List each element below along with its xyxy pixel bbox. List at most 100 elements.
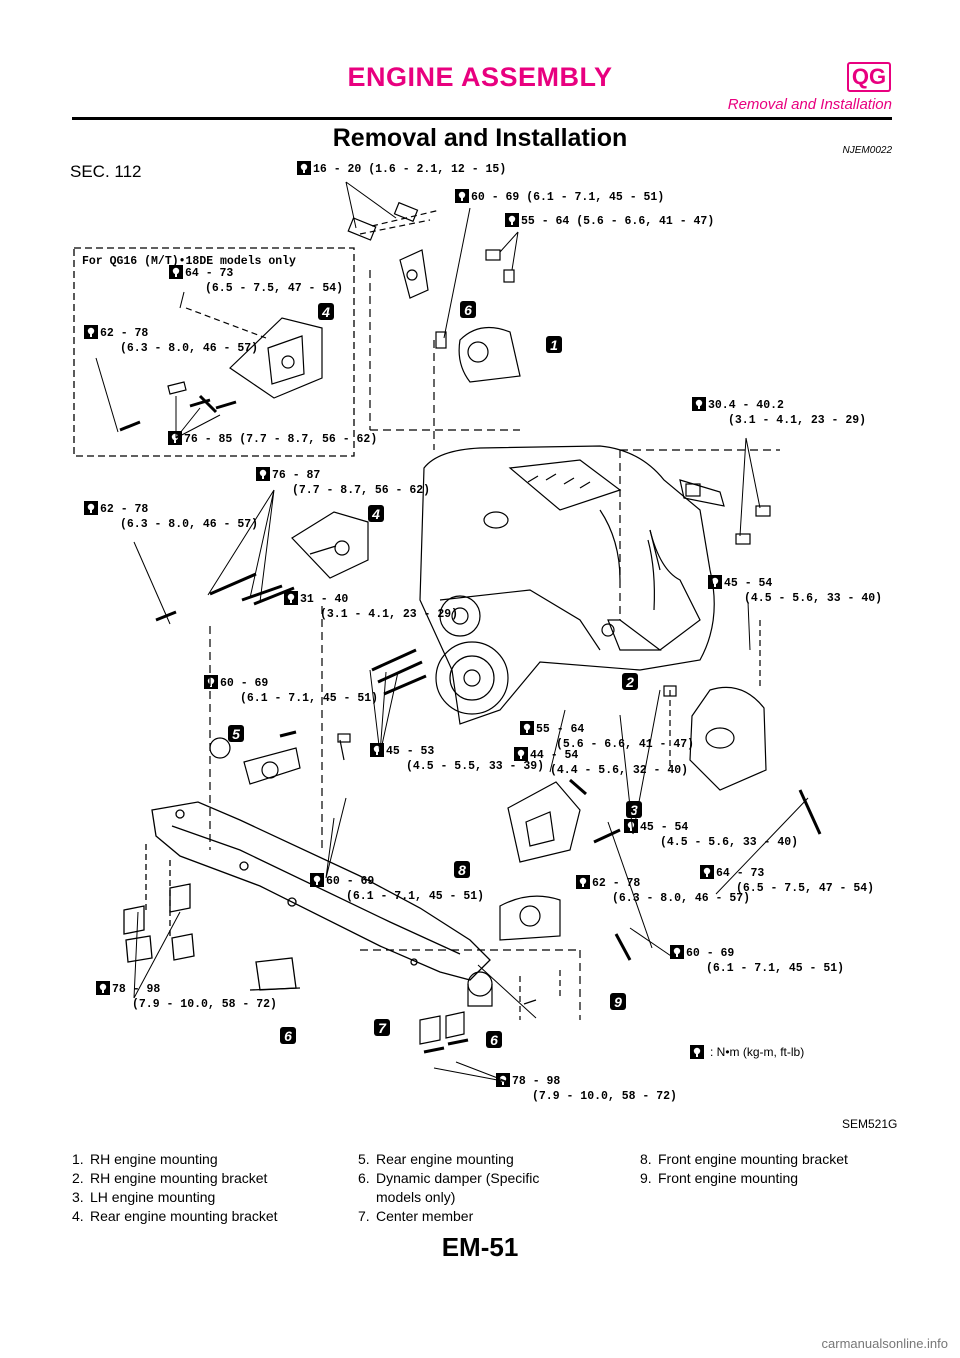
torque-spec-label: 60 - 69 [326, 875, 374, 888]
torque-spec-label: (4.5 - 5.5, 33 - 39) [406, 760, 544, 773]
part-callout-4: 4 [368, 505, 384, 522]
legend-item: 2.RH engine mounting bracket [72, 1170, 268, 1186]
sec-label: SEC. 112 [70, 162, 142, 181]
torque-wrench-icon [708, 575, 722, 589]
torque-wrench-icon [505, 213, 519, 227]
torque-spec-label: (5.6 - 6.6, 41 - 47) [556, 738, 694, 751]
torque-spec-label: (6.3 - 8.0, 46 - 57) [120, 518, 258, 531]
center-member [123, 801, 491, 991]
part-callout-6: 6 [460, 301, 476, 318]
torque-spec-label: 60 - 69 [220, 677, 268, 690]
part-callout-3: 3 [626, 801, 642, 818]
part-callout-8: 8 [454, 861, 470, 878]
svg-text:4: 4 [371, 506, 380, 522]
torque-spec-label: (3.1 - 4.1, 23 - 29) [320, 608, 458, 621]
torque-spec-label: 30.4 - 40.2 [708, 399, 784, 412]
torque-wrench-icon [520, 721, 534, 735]
part-callout-1: 1 [546, 336, 562, 353]
svg-text:3: 3 [630, 802, 638, 818]
torque-spec-label: (6.1 - 7.1, 45 - 51) [240, 692, 378, 705]
svg-text:5: 5 [232, 726, 240, 742]
torque-wrench-icon [204, 675, 218, 689]
legend-item: 8.Front engine mounting bracket [640, 1151, 848, 1167]
lh-mount-parts [663, 620, 822, 835]
torque-spec-label: 64 - 73 [185, 267, 233, 280]
torque-spec-label: 16 - 20 (1.6 - 2.1, 12 - 15) [313, 163, 506, 176]
engine-code-badge: QG [847, 62, 891, 92]
legend-item: 4.Rear engine mounting bracket [72, 1208, 278, 1224]
torque-spec-label: (7.9 - 10.0, 58 - 72) [532, 1090, 677, 1103]
torque-wrench-icon [700, 865, 714, 879]
torque-spec-label: 76 - 85 (7.7 - 8.7, 56 - 62) [184, 433, 377, 446]
part-callout-7: 7 [374, 1019, 390, 1036]
page-number: EM-51 [441, 1232, 519, 1262]
part-callout-6: 6 [280, 1027, 296, 1044]
torque-spec-label: (4.4 - 5.6, 32 - 40) [550, 764, 688, 777]
legend-item: 7.Center member [358, 1208, 474, 1224]
torque-spec-label: (6.5 - 7.5, 47 - 54) [205, 282, 343, 295]
torque-wrench-icon [84, 501, 98, 515]
engine-block [419, 445, 715, 725]
header-title: ENGINE ASSEMBLY [347, 62, 613, 92]
torque-wrench-icon [284, 591, 298, 605]
part-callout-4: 4 [318, 303, 334, 320]
svg-text:8: 8 [458, 862, 466, 878]
svg-text:2: 2 [625, 674, 634, 690]
torque-spec-label: 60 - 69 (6.1 - 7.1, 45 - 51) [471, 191, 664, 204]
torque-spec-label: 62 - 78 [100, 327, 148, 340]
legend-item: 5.Rear engine mounting [358, 1151, 514, 1167]
svg-text:7: 7 [378, 1020, 387, 1036]
rear-mount-bracket [155, 511, 427, 850]
inset-bracket [119, 307, 323, 432]
torque-spec-label: (4.5 - 5.6, 33 - 40) [660, 836, 798, 849]
part-callout-2: 2 [622, 673, 638, 690]
torque-spec-label: (4.5 - 5.6, 33 - 40) [744, 592, 882, 605]
torque-spec-label: (7.9 - 10.0, 58 - 72) [132, 998, 277, 1011]
torque-spec-label: 31 - 40 [300, 593, 348, 606]
torque-spec-label: 78 - 98 [112, 983, 160, 996]
header-subtitle: Removal and Installation [727, 96, 892, 113]
part-callouts: 1 2 3 4 4 5 6 6 6 7 8 9 [228, 301, 642, 1048]
inset-box [73, 247, 355, 457]
torque-spec-label: 78 - 98 [512, 1075, 560, 1088]
reference-code: NJEM0022 [842, 145, 892, 156]
figure-id: SEM521G [842, 1117, 897, 1131]
torque-spec-label: (7.7 - 8.7, 56 - 62) [292, 484, 430, 497]
torque-spec-label: 45 - 54 [724, 577, 772, 590]
torque-spec-label: 60 - 69 [686, 947, 734, 960]
torque-spec-label: (6.5 - 7.5, 47 - 54) [736, 882, 874, 895]
torque-spec-label: (6.1 - 7.1, 45 - 51) [706, 962, 844, 975]
svg-text:4: 4 [321, 304, 330, 320]
torque-wrench-icon [455, 189, 469, 203]
torque-spec-label: 64 - 73 [716, 867, 764, 880]
front-mount-parts [360, 778, 632, 1054]
part-callout-6: 6 [486, 1031, 502, 1048]
svg-text:6: 6 [464, 302, 472, 318]
torque-spec-label: 55 - 64 (5.6 - 6.6, 41 - 47) [521, 215, 714, 228]
svg-text:6: 6 [284, 1028, 292, 1044]
torque-spec-label: (6.3 - 8.0, 46 - 57) [612, 892, 750, 905]
torque-wrench-icon [84, 325, 98, 339]
torque-wrench-icon [297, 161, 311, 175]
legend-col-2: 5.Rear engine mounting 6.Dynamic damper … [358, 1150, 618, 1226]
torque-wrench-icon [256, 467, 270, 481]
svg-text:9: 9 [614, 994, 622, 1010]
engine-mounting-diagram: SEC. 112 16 - 20 (1.6 - 2.1, 12 - 15) 60 … [70, 161, 897, 1131]
legend-col-3: 8.Front engine mounting bracket 9.Front … [640, 1150, 848, 1188]
torque-wrench-icon [96, 981, 110, 995]
torque-wrench-icon [576, 875, 590, 889]
leader-lines [95, 181, 809, 1083]
section-title: Removal and Installation [332, 124, 628, 152]
legend-item: 1.RH engine mounting [72, 1151, 218, 1167]
rear-engine-mounting [209, 730, 351, 785]
header-rule [72, 117, 892, 120]
torque-spec-label: 76 - 87 [272, 469, 320, 482]
torque-wrench-icon [692, 397, 706, 411]
torque-spec-label: 62 - 78 [592, 877, 640, 890]
watermark: carmanualsonline.info [821, 1336, 948, 1351]
legend-item: 3.LH engine mounting [72, 1189, 216, 1205]
legend-col-1: 1.RH engine mounting 2.RH engine mountin… [72, 1150, 278, 1226]
torque-labels: 16 - 20 (1.6 - 2.1, 12 - 15) 60 - 69 (6.1… [84, 161, 897, 1131]
part-callout-5: 5 [228, 725, 244, 742]
transmission-side-parts [619, 449, 780, 620]
